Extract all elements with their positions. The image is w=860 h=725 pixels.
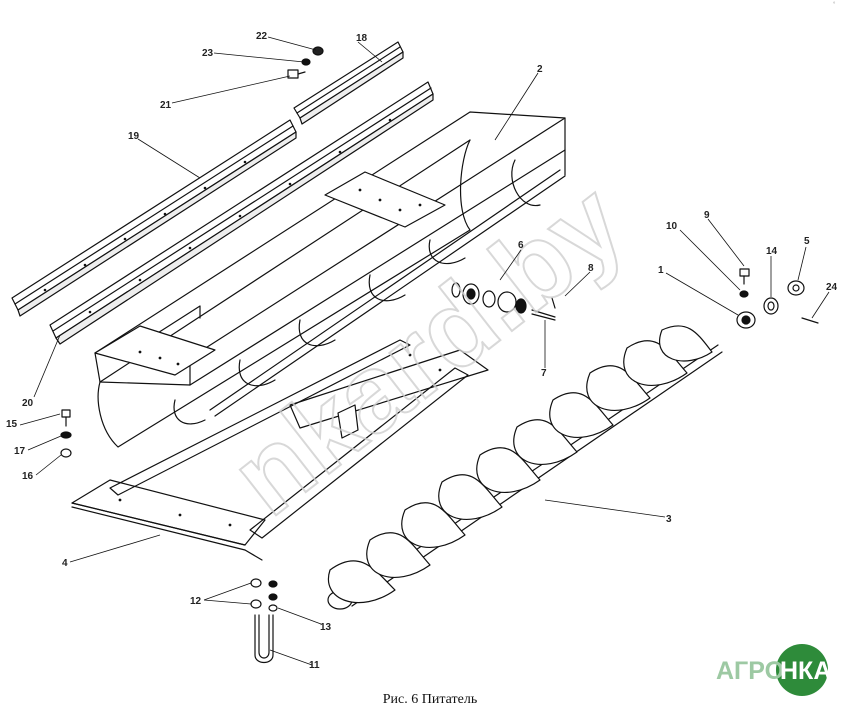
callout-labels: 22 23 18 2 21 19 6 8 10 9 14 5 1 24 20 1… (6, 31, 838, 671)
part-22-nut (312, 46, 324, 56)
part-15-bolt (61, 409, 71, 427)
part-20-strip (49, 81, 434, 345)
callout-7: 7 (541, 368, 547, 379)
figure-caption: Рис. 6 Питатель (382, 692, 478, 707)
callout-17: 17 (14, 446, 26, 457)
callout-9: 9 (704, 210, 710, 221)
part-10-nut (739, 290, 749, 298)
part-18-strip (293, 41, 404, 125)
callout-1: 1 (658, 265, 664, 276)
part-3-auger (327, 325, 723, 610)
corner-mark: ° (833, 2, 836, 8)
callout-19: 19 (128, 131, 140, 142)
callout-5: 5 (804, 236, 810, 247)
part-16-nut (60, 448, 72, 458)
logo-text-agro: АГРО (716, 657, 784, 685)
part-4-frame (71, 339, 489, 561)
callout-14: 14 (766, 246, 778, 257)
callout-13: 13 (320, 622, 332, 633)
part-21-bolt (287, 69, 306, 79)
callout-21: 21 (160, 100, 172, 111)
part-13-washers (268, 580, 278, 612)
callout-4: 4 (62, 558, 68, 569)
part-6-bearing-assembly (451, 282, 527, 314)
part-12-nuts (250, 578, 262, 609)
callout-12: 12 (190, 596, 202, 607)
logo-text-nka: НКА (780, 657, 831, 685)
part-19-strip (11, 119, 297, 317)
callout-10: 10 (666, 221, 678, 232)
callout-23: 23 (202, 48, 214, 59)
part-7-shaft (531, 309, 556, 321)
part-5-washer (787, 280, 805, 296)
callout-8: 8 (588, 263, 594, 274)
part-8-bolt (551, 297, 556, 309)
callout-15: 15 (6, 419, 18, 430)
part-14-spring-washer (763, 297, 779, 315)
part-11-u-bolt (254, 614, 274, 664)
callout-11: 11 (309, 660, 320, 671)
part-17-washer (60, 431, 72, 439)
part-24-pin (801, 317, 819, 324)
watermark-text: nkard.by (209, 160, 646, 539)
callout-24: 24 (826, 282, 838, 293)
part-2-trough (94, 111, 566, 448)
callout-3: 3 (666, 514, 672, 525)
callout-16: 16 (22, 471, 34, 482)
callout-22: 22 (256, 31, 268, 42)
callout-6: 6 (518, 240, 524, 251)
callout-2: 2 (537, 64, 543, 75)
part-9-bolt (739, 268, 750, 285)
agronka-logo: АГРО НКА (716, 638, 844, 702)
callout-18: 18 (356, 33, 368, 44)
leader-lines (19, 36, 830, 666)
callout-20: 20 (22, 398, 34, 409)
part-1-bearing (736, 311, 756, 329)
